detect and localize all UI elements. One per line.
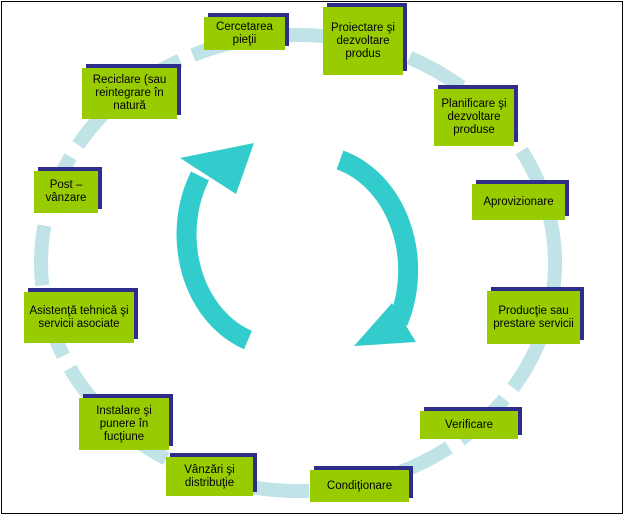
stage-vanzari: Vânzări şi distribuţie bbox=[166, 457, 253, 496]
stage-label: Condiţionare bbox=[326, 479, 393, 492]
stage-cercetarea-pietii: Cercetarea pieţii bbox=[204, 17, 285, 50]
stage-label: Proiectare şi dezvoltare produs bbox=[331, 21, 395, 60]
stage-proiectare: Proiectare şi dezvoltare produs bbox=[323, 7, 403, 75]
stage-label: Aprovizionare bbox=[483, 195, 554, 208]
cycle-arrow-left bbox=[176, 143, 254, 350]
stage-label: Planificare şi dezvoltare produse bbox=[441, 98, 507, 136]
stage-planificare: Planificare şi dezvoltare produse bbox=[434, 89, 514, 146]
stage-label: Reciclare (sau reintegrare în natură bbox=[92, 74, 167, 112]
stage-label: Cercetarea pieţii bbox=[216, 20, 273, 46]
stage-productie: Producţie sau prestare servicii bbox=[487, 291, 580, 344]
stage-aprovizionare: Aprovizionare bbox=[472, 184, 565, 220]
stage-label: Asistenţă tehnică şi servicii asociate bbox=[29, 304, 129, 330]
stage-reciclare: Reciclare (sau reintegrare în natură bbox=[82, 68, 177, 119]
stage-label: Producţie sau prestare servicii bbox=[493, 304, 574, 330]
stage-asistenta: Asistenţă tehnică şi servicii asociate bbox=[24, 292, 134, 343]
stage-label: Post – vânzare bbox=[45, 179, 87, 204]
stage-conditionare: Condiţionare bbox=[310, 470, 409, 502]
stage-label: Vânzări şi distribuţie bbox=[184, 463, 235, 489]
stage-verificare: Verificare bbox=[420, 411, 518, 439]
cycle-arrow-right bbox=[336, 150, 419, 346]
stage-post-vanzare: Post – vânzare bbox=[34, 171, 98, 213]
ring bbox=[34, 28, 562, 498]
stage-label: Instalare şi punere în fucţiune bbox=[96, 404, 152, 443]
stage-instalare: Instalare şi punere în fucţiune bbox=[79, 398, 169, 450]
stage-label: Verificare bbox=[445, 418, 493, 431]
